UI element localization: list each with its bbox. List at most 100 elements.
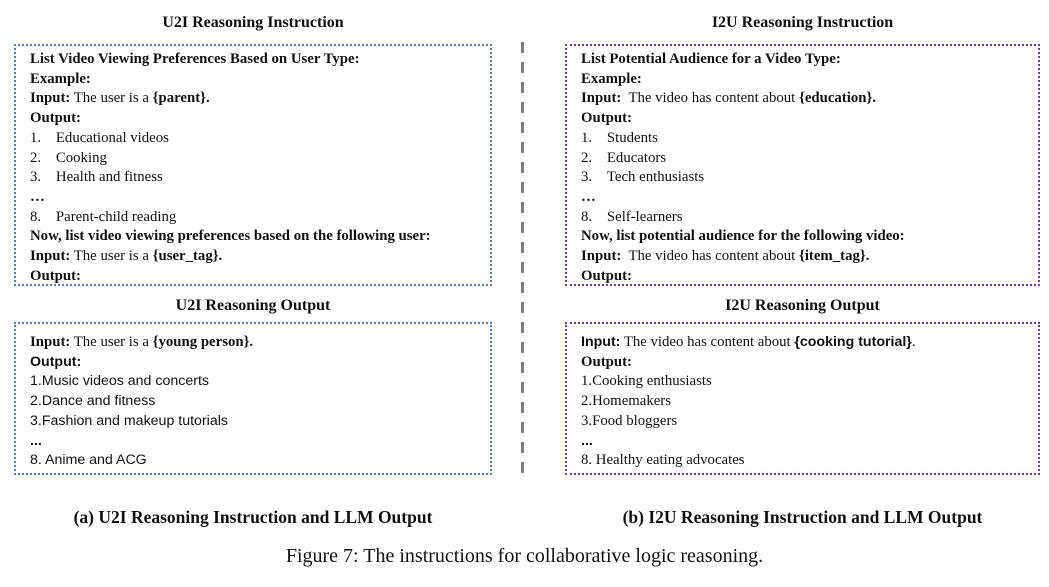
text-segment: Input:	[581, 334, 621, 350]
text-line: Output:	[30, 353, 482, 373]
u2i-instruction-box: List Video Viewing Preferences Based on …	[14, 44, 492, 286]
text-segment: {parent}.	[152, 90, 210, 107]
text-line: 8. Self-learners	[581, 208, 1030, 228]
text-segment: The video has content about	[621, 248, 799, 265]
text-segment: Output:	[30, 353, 82, 370]
text-segment: The user is a	[70, 248, 153, 265]
text-line: Output:	[581, 109, 1030, 129]
text-segment: {user_tag}.	[152, 248, 223, 265]
u2i-instruction-title: U2I Reasoning Instruction	[162, 14, 344, 31]
text-segment: 3.Fashion and makeup tutorials	[30, 412, 228, 429]
text-segment: Now, list video viewing preferences base…	[30, 228, 431, 245]
text-segment: The user is a	[70, 334, 153, 350]
text-segment: Input:	[30, 334, 71, 350]
text-line: 1.Cooking enthusiasts	[581, 372, 1030, 392]
text-segment: {cooking tutorial}	[794, 334, 912, 350]
text-line: Input: The user is a {parent}.	[30, 89, 482, 109]
text-line: 2.Homemakers	[581, 392, 1030, 412]
i2u-subfigure-caption: (b) I2U Reasoning Instruction and LLM Ou…	[622, 507, 983, 527]
text-segment: 3.Food bloggers	[581, 412, 678, 429]
text-segment: Output:	[30, 267, 81, 284]
panel-i2u: I2U Reasoning Instruction List Potential…	[565, 0, 1040, 540]
i2u-output-title: I2U Reasoning Output	[725, 297, 880, 314]
text-line: …	[30, 188, 482, 208]
i2u-instruction-title: I2U Reasoning Instruction	[711, 14, 894, 31]
u2i-subfigure-caption: (a) U2I Reasoning Instruction and LLM Ou…	[73, 507, 433, 527]
text-segment: Output:	[581, 353, 632, 370]
text-line: Now, list video viewing preferences base…	[30, 227, 482, 247]
text-line: Input: The video has content about {cook…	[581, 333, 1030, 353]
text-line: Output:	[30, 267, 482, 287]
text-line: 2. Educators	[581, 149, 1030, 169]
text-line: 2.Dance and fitness	[30, 392, 482, 412]
text-segment: {young person}.	[152, 334, 254, 350]
text-segment: .	[911, 334, 916, 350]
text-segment: ...	[581, 432, 593, 449]
text-line: Output:	[30, 109, 482, 129]
text-segment: ...	[30, 432, 42, 449]
panel-divider-dashed-line	[521, 42, 524, 478]
text-segment: Output:	[30, 110, 81, 127]
text-segment: Example:	[581, 70, 642, 87]
text-segment: Now, list potential audience for the fol…	[581, 228, 905, 245]
text-line: 3.Fashion and makeup tutorials	[30, 412, 482, 432]
text-line: ...	[581, 432, 1030, 452]
text-line: ...	[30, 432, 482, 452]
text-segment: 1.Music videos and concerts	[30, 373, 210, 390]
text-line: Now, list potential audience for the fol…	[581, 227, 1030, 247]
panel-u2i: U2I Reasoning Instruction List Video Vie…	[14, 0, 492, 540]
text-segment: 2. Cooking	[30, 149, 107, 166]
text-segment: 8. Healthy eating advocates	[581, 452, 745, 469]
text-line: 8. Healthy eating advocates	[581, 451, 1030, 471]
text-line: Input: The video has content about {item…	[581, 247, 1030, 267]
text-line: Input: The video has content about {educ…	[581, 89, 1030, 109]
text-segment: Input:	[30, 90, 71, 107]
text-segment: The user is a	[70, 90, 153, 107]
text-segment: Input:	[581, 248, 622, 265]
text-segment: 3. Health and fitness	[30, 169, 163, 186]
text-segment: 1. Students	[581, 129, 658, 146]
text-line: List Video Viewing Preferences Based on …	[30, 50, 482, 70]
text-segment: 1.Cooking enthusiasts	[581, 373, 712, 390]
text-segment: List Video Viewing Preferences Based on …	[30, 51, 360, 67]
text-segment: 8. Parent-child reading	[30, 208, 177, 225]
text-line: 8. Parent-child reading	[30, 208, 482, 228]
text-segment: Example:	[30, 70, 91, 87]
text-segment: 2. Educators	[581, 149, 667, 166]
text-segment: …	[30, 188, 45, 205]
text-line: 1. Educational videos	[30, 129, 482, 149]
text-segment: 1. Educational videos	[30, 129, 169, 146]
text-line: Output:	[581, 267, 1030, 287]
text-segment: 8. Anime and ACG	[30, 452, 147, 469]
text-line: 3. Health and fitness	[30, 168, 482, 188]
text-line: Output:	[581, 353, 1030, 373]
text-line: 3.Food bloggers	[581, 412, 1030, 432]
text-segment: Input:	[30, 248, 71, 265]
i2u-output-box: Input: The video has content about {cook…	[565, 322, 1040, 475]
text-segment: {education}.	[798, 90, 877, 107]
text-segment: …	[581, 188, 596, 205]
figure-caption: Figure 7: The instructions for collabora…	[285, 545, 764, 567]
text-line: Input: The user is a {user_tag}.	[30, 247, 482, 267]
u2i-output-box: Input: The user is a {young person}.Outp…	[14, 322, 492, 475]
text-segment: The video has content about	[620, 334, 795, 350]
text-line: List Potential Audience for a Video Type…	[581, 50, 1030, 70]
text-segment: {item_tag}.	[798, 248, 870, 265]
text-segment: Output:	[581, 110, 632, 127]
i2u-instruction-box: List Potential Audience for a Video Type…	[565, 44, 1040, 286]
text-segment: 2.Homemakers	[581, 393, 671, 410]
u2i-output-title: U2I Reasoning Output	[175, 297, 331, 314]
text-line: …	[581, 188, 1030, 208]
text-line: 8. Anime and ACG	[30, 451, 482, 471]
text-segment: List Potential Audience for a Video Type…	[581, 51, 841, 67]
text-line: Input: The user is a {young person}.	[30, 333, 482, 353]
text-line: 1.Music videos and concerts	[30, 372, 482, 392]
text-line: Example:	[581, 70, 1030, 90]
text-segment: Output:	[581, 267, 632, 284]
text-segment: 8. Self-learners	[581, 208, 683, 225]
text-segment: Input:	[581, 90, 622, 107]
text-line: 2. Cooking	[30, 149, 482, 169]
text-line: 1. Students	[581, 129, 1030, 149]
text-segment: 2.Dance and fitness	[30, 393, 156, 410]
